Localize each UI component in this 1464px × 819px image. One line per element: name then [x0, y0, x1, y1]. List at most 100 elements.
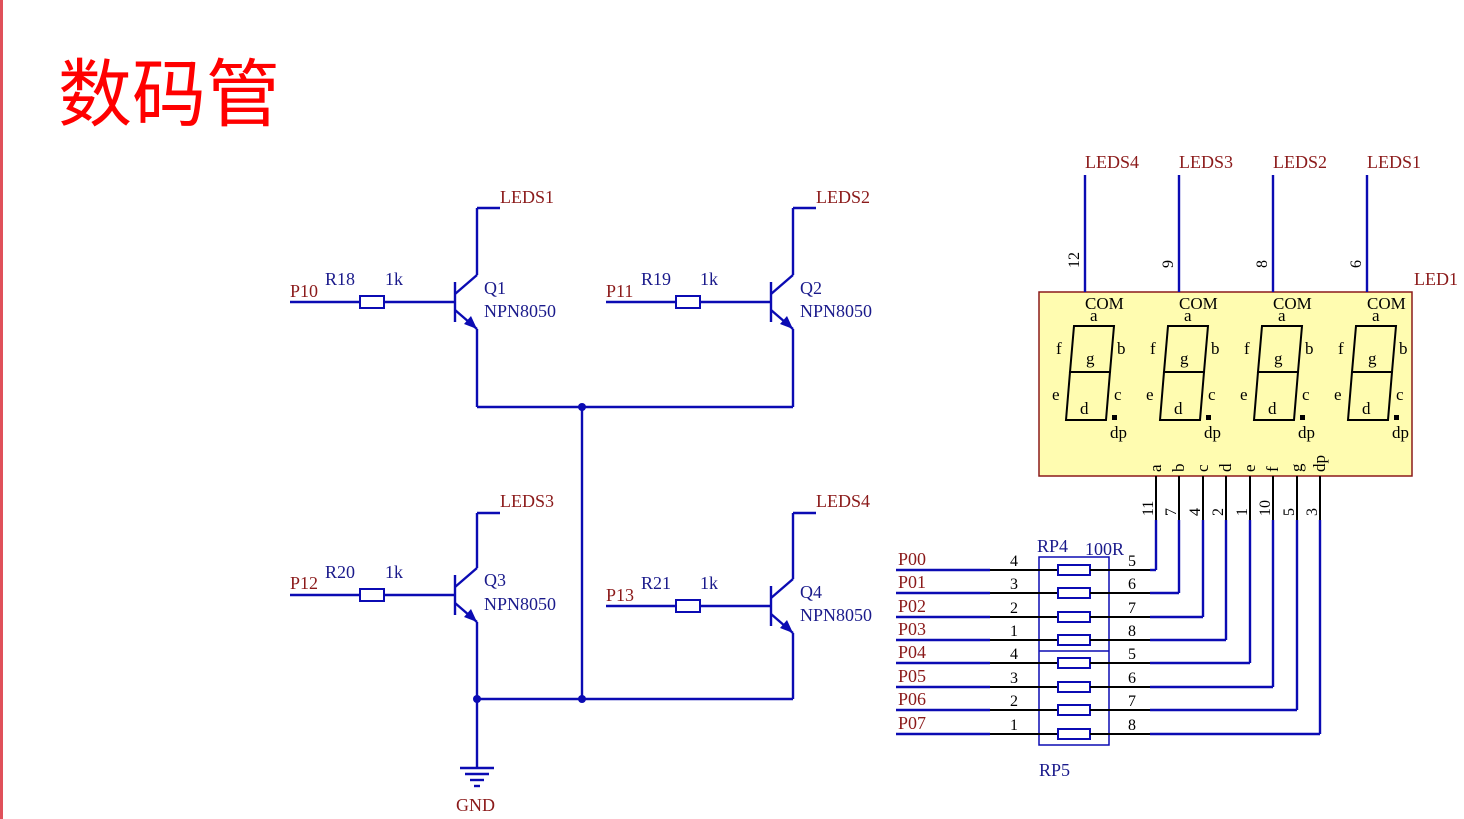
segment-label: b [1305, 339, 1314, 358]
resistor-ref: R21 [641, 573, 671, 593]
port-label: P02 [898, 596, 926, 616]
array-resistor [1057, 657, 1091, 669]
pin-number: 7 [1163, 508, 1180, 516]
pin-number: 1 [1234, 508, 1251, 516]
net-label-collector: LEDS2 [816, 187, 870, 207]
pin-number: 4 [1187, 508, 1204, 516]
segment-label: g [1086, 349, 1095, 368]
pin-number: 9 [1160, 260, 1177, 268]
segment-pin-label: a [1146, 464, 1165, 472]
segment-label: e [1240, 385, 1248, 404]
segment-pin-label: e [1240, 464, 1259, 472]
transistor-q4: P13 R21 1k Q4 NPN8050 LEDS4 [606, 491, 872, 699]
pin-number: 1 [1010, 623, 1018, 640]
transistor-ref: Q2 [800, 278, 822, 298]
segment-label: dp [1204, 423, 1221, 442]
segment-pin-label: g [1287, 463, 1306, 472]
segment-label: d [1174, 399, 1183, 418]
segment-pin-label: c [1193, 464, 1212, 472]
rp5-ref: RP5 [1039, 760, 1070, 780]
net-label-collector: LEDS1 [500, 187, 554, 207]
transistor-ref: Q1 [484, 278, 506, 298]
transistor-q2: P11 R19 1k Q2 NPN8050 LEDS2 [606, 187, 872, 407]
pin-number: 3 [1010, 670, 1018, 687]
net-label: LEDS2 [1273, 152, 1327, 172]
segment-label: c [1396, 385, 1404, 404]
array-resistor [1057, 728, 1091, 740]
segment-label: c [1302, 385, 1310, 404]
resistor-value: 1k [385, 269, 403, 289]
pin-number: 2 [1210, 508, 1227, 516]
junction-dot [473, 695, 481, 703]
pin-number: 2 [1010, 693, 1018, 710]
segment-label: d [1362, 399, 1371, 418]
port-label: P03 [898, 619, 926, 639]
port-label: P05 [898, 666, 926, 686]
segment-label: e [1334, 385, 1342, 404]
display-ref: LED1 [1414, 269, 1458, 289]
pin-number: 6 [1128, 576, 1136, 593]
resistor-ref: R20 [325, 562, 355, 582]
pin-number: 2 [1010, 600, 1018, 617]
segment-label: c [1114, 385, 1122, 404]
pin-number: 8 [1254, 260, 1271, 268]
pin-number: 8 [1128, 623, 1136, 640]
resistor-array-row: P05 3 6 [896, 666, 1273, 693]
bottom-pin: f10 [1257, 466, 1282, 687]
segment-pin-label: dp [1310, 455, 1329, 472]
segment-label: g [1180, 349, 1189, 368]
pin-number: 6 [1128, 670, 1136, 687]
segment-label: g [1368, 349, 1377, 368]
segment-pin-label: d [1216, 463, 1235, 472]
pin-number: 12 [1066, 252, 1083, 268]
segment-label: e [1146, 385, 1154, 404]
port-label: P06 [898, 689, 926, 709]
resistor-r19 [675, 295, 701, 309]
segment-label: dp [1392, 423, 1409, 442]
com-label: COM [1273, 294, 1312, 313]
segment-label: a [1372, 306, 1380, 325]
port-label: P07 [898, 713, 926, 733]
net-label-input: P12 [290, 573, 318, 593]
pin-number: 4 [1010, 553, 1018, 570]
bottom-pin: b7 [1163, 464, 1188, 593]
pin-number: 10 [1257, 500, 1274, 516]
net-label-input: P10 [290, 281, 318, 301]
pin-number: 5 [1128, 553, 1136, 570]
resistor-r21 [675, 599, 701, 613]
segment-label: g [1274, 349, 1283, 368]
com-label: COM [1179, 294, 1218, 313]
rp4-value: 100R [1085, 539, 1124, 559]
transistor-ref: Q3 [484, 570, 506, 590]
gnd-label: GND [456, 795, 495, 815]
segment-label: f [1338, 339, 1344, 358]
pin-number: 5 [1128, 646, 1136, 663]
segment-label: f [1056, 339, 1062, 358]
transistor-q1: P10 R18 1k Q1 NPN8050 LEDS1 [290, 187, 556, 407]
rp4-ref: RP4 [1037, 536, 1068, 556]
seven-segment-display-body [1038, 291, 1413, 477]
resistor-value: 1k [700, 573, 718, 593]
bottom-pin: g5 [1281, 463, 1306, 710]
com-label: COM [1367, 294, 1406, 313]
segment-label: d [1080, 399, 1089, 418]
segment-label: f [1150, 339, 1156, 358]
junction-dot [578, 403, 586, 411]
transistor-part: NPN8050 [800, 301, 872, 321]
resistor-r20 [359, 588, 385, 602]
resistor-ref: R18 [325, 269, 355, 289]
transistor-part: NPN8050 [800, 605, 872, 625]
